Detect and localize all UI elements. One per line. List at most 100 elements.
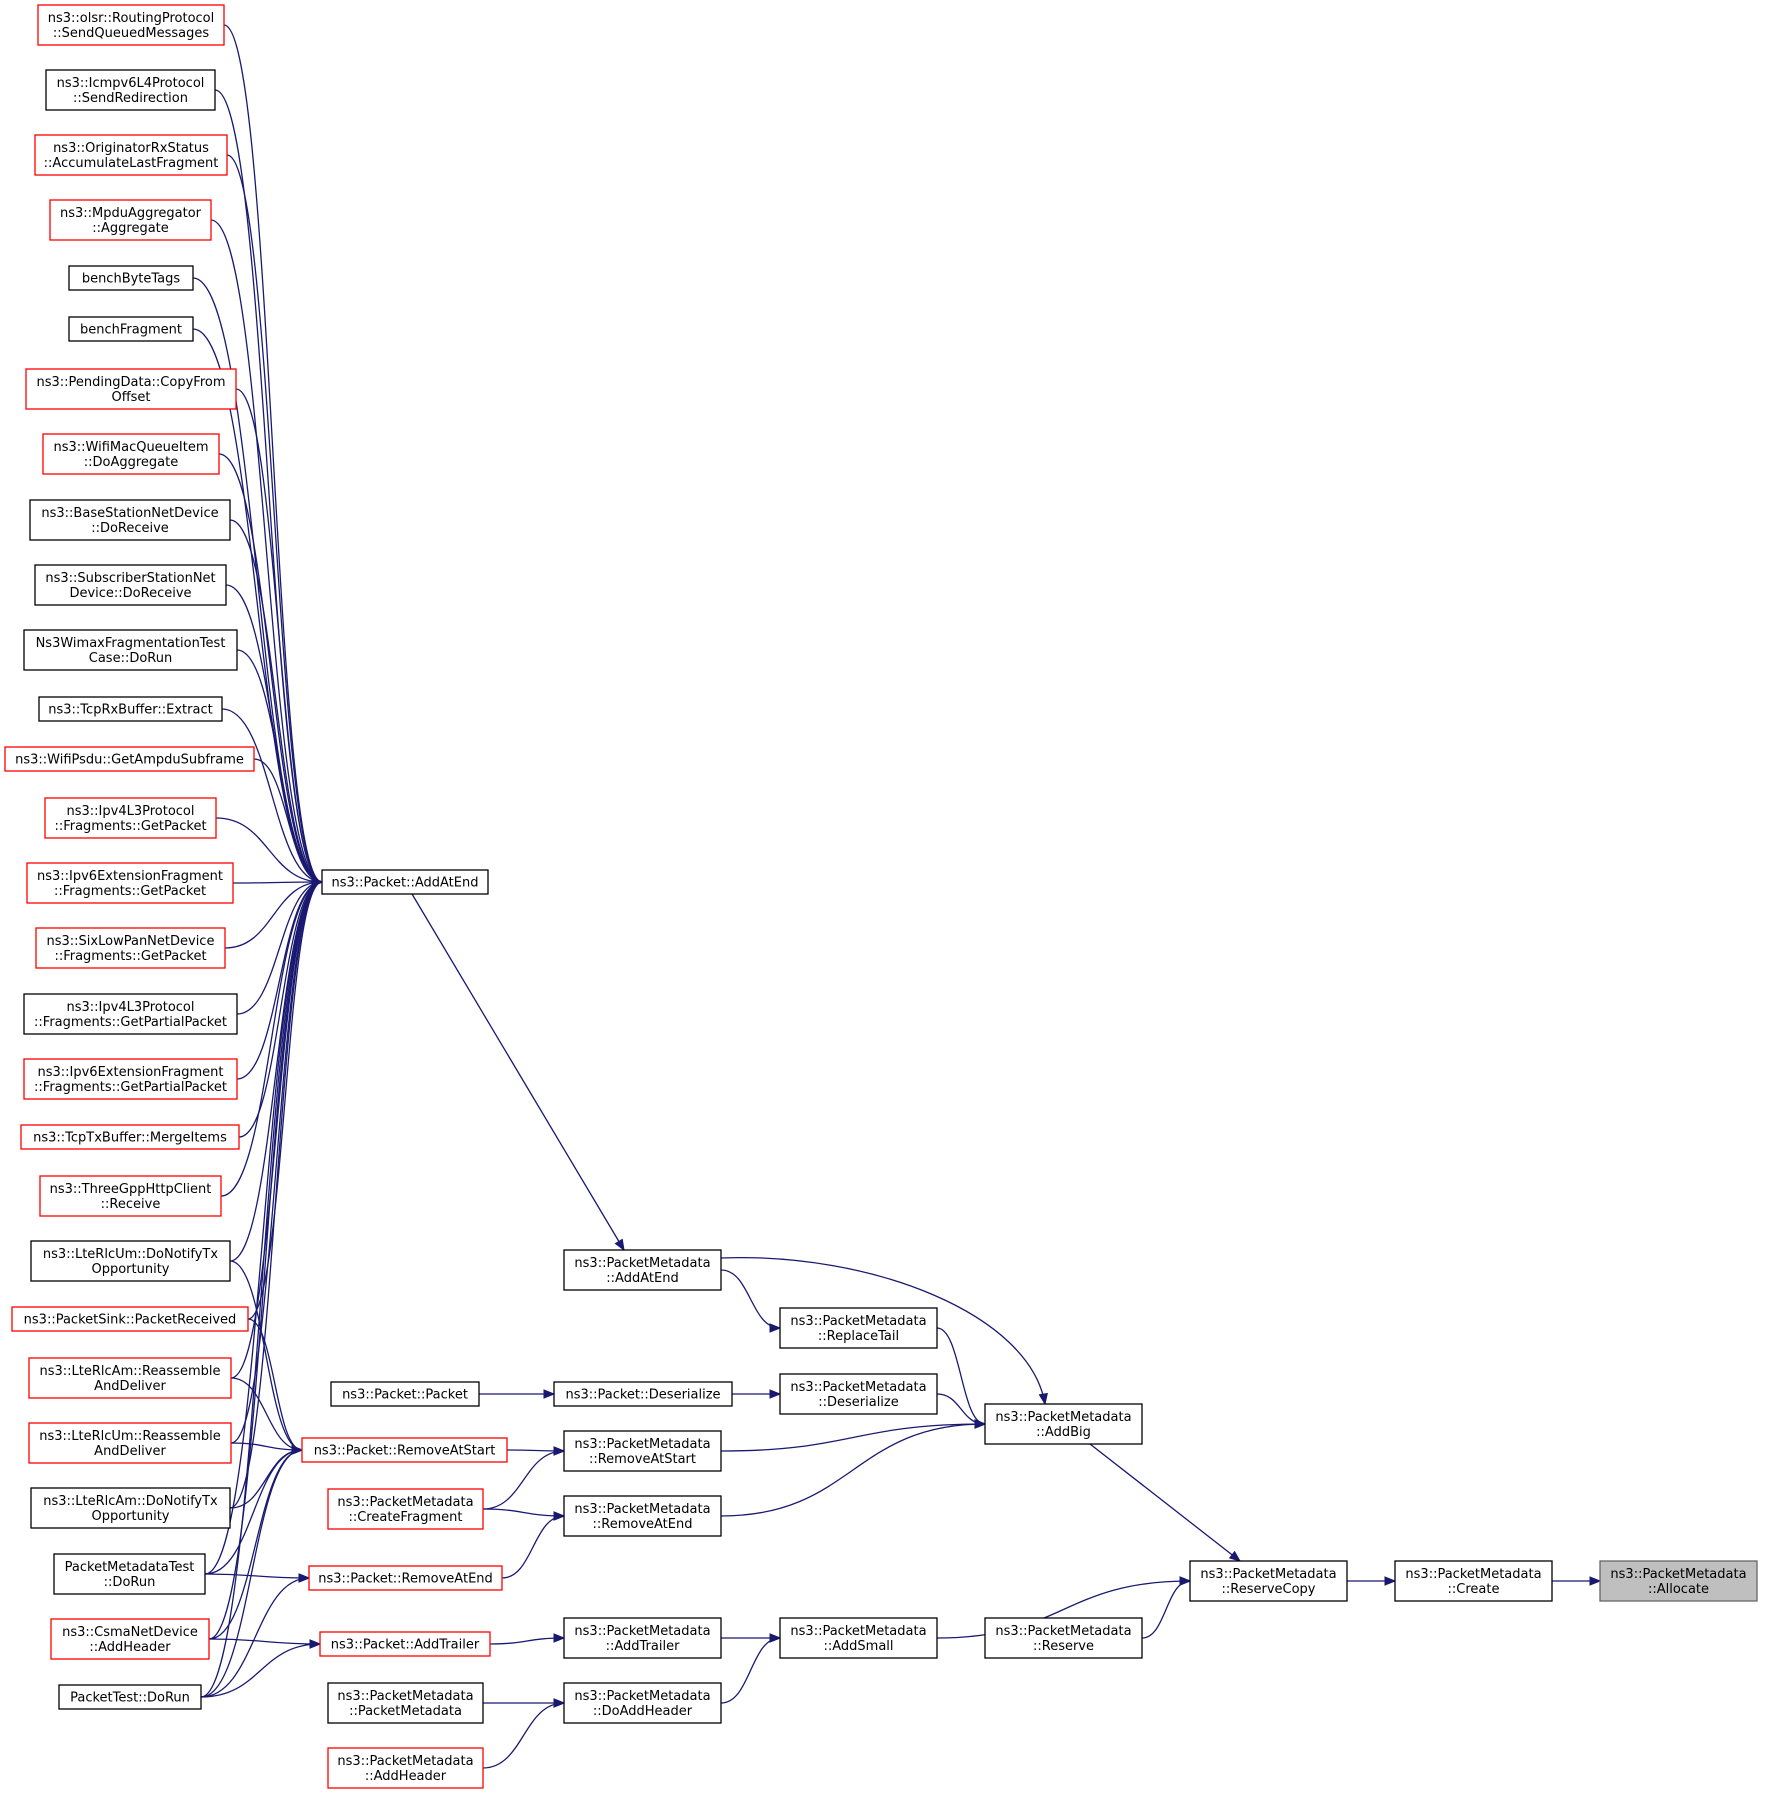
node-ipv6partial[interactable]: ns3::Ipv6ExtensionFragment::Fragments::G… (23, 1058, 238, 1100)
node-removeatend[interactable]: ns3::Packet::RemoveAtEnd (308, 1565, 503, 1591)
node-icmpv6[interactable]: ns3::Icmpv6L4Protocol::SendRedirection (45, 69, 216, 111)
edge-pmcreate-to-pmallocate (1551, 1576, 1602, 1586)
node-box (330, 1381, 480, 1407)
edge-line (220, 881, 323, 1197)
node-pmreservecopy[interactable]: ns3::PacketMetadata::ReserveCopy (1189, 1560, 1348, 1602)
edge-line (720, 1423, 986, 1517)
node-label: ::AddHeader (89, 1640, 171, 1655)
node-wifipsdu[interactable]: ns3::WifiPsdu::GetAmpduSubframe (4, 746, 255, 772)
arrowhead (769, 1389, 782, 1399)
node-label: ns3::PacketMetadata (1405, 1567, 1541, 1582)
edge-line (200, 1449, 303, 1698)
edge-addtrailer-to-pmaddtrailer (489, 1633, 566, 1645)
node-label: ::Fragments::GetPacket (54, 949, 206, 964)
node-pmctor[interactable]: ns3::PacketMetadata::PacketMetadata (327, 1682, 484, 1724)
node-tcptx[interactable]: ns3::TcpTxBuffer::MergeItems (20, 1124, 240, 1150)
node-label: ns3::CsmaNetDevice (62, 1625, 198, 1640)
node-box (4, 746, 255, 772)
node-csma[interactable]: ns3::CsmaNetDevice::AddHeader (50, 1618, 210, 1660)
node-origrx[interactable]: ns3::OriginatorRxStatus::AccumulateLastF… (34, 134, 228, 176)
node-removeatstart[interactable]: ns3::Packet::RemoveAtStart (301, 1437, 508, 1463)
edge-line (225, 584, 323, 883)
node-olsr[interactable]: ns3::olsr::RoutingProtocol::SendQueuedMe… (37, 4, 225, 46)
node-box (39, 1175, 222, 1217)
node-box (1189, 1560, 1348, 1602)
node-pmallocate[interactable]: ns3::PacketMetadata::Allocate (1599, 1560, 1758, 1602)
node-packetsink[interactable]: ns3::PacketSink::PacketReceived (11, 1306, 249, 1332)
node-box (779, 1617, 938, 1659)
node-pmaddbig[interactable]: ns3::PacketMetadata::AddBig (984, 1403, 1143, 1445)
node-packetctor[interactable]: ns3::Packet::Packet (330, 1381, 480, 1407)
node-sixlow[interactable]: ns3::SixLowPanNetDevice::Fragments::GetP… (35, 927, 226, 969)
edge-line (200, 1577, 310, 1698)
edge-createfrag-to-pmremovestart (482, 1446, 566, 1510)
node-ipv4frag[interactable]: ns3::Ipv4L3Protocol::Fragments::GetPacke… (44, 797, 217, 839)
node-label: ns3::TcpRxBuffer::Extract (48, 703, 212, 718)
node-pmreplacetail[interactable]: ns3::PacketMetadata::ReplaceTail (779, 1307, 938, 1349)
node-label: ns3::PacketMetadata (790, 1314, 926, 1329)
edge-line (720, 1256, 1046, 1405)
node-addatend[interactable]: ns3::Packet::AddAtEnd (321, 869, 489, 895)
edge-packettest-to-addtrailer (200, 1639, 322, 1698)
node-label: ns3::PendingData::CopyFrom (37, 375, 226, 390)
arrowhead (553, 1511, 566, 1521)
node-benchfrag[interactable]: benchFragment (68, 316, 194, 342)
node-pmaddtrailer[interactable]: ns3::PacketMetadata::AddTrailer (563, 1617, 722, 1659)
edge-lteumreass-to-addatend (230, 877, 324, 1444)
node-label: benchByteTags (82, 272, 181, 287)
node-label: AndDeliver (94, 1379, 166, 1394)
node-mpdu[interactable]: ns3::MpduAggregator::Aggregate (49, 199, 212, 241)
node-pmreserve[interactable]: ns3::PacketMetadata::Reserve (984, 1617, 1143, 1659)
node-box (327, 1488, 484, 1530)
node-pmaddsmall[interactable]: ns3::PacketMetadata::AddSmall (779, 1617, 938, 1659)
node-pmdoaddheader[interactable]: ns3::PacketMetadata::DoAddHeader (563, 1682, 722, 1724)
edge-line (247, 881, 323, 1320)
node-label: ns3::SubscriberStationNet (45, 571, 215, 586)
node-subscriber[interactable]: ns3::SubscriberStationNetDevice::DoRecei… (34, 564, 227, 606)
arrowhead (769, 1633, 782, 1643)
node-tcprx[interactable]: ns3::TcpRxBuffer::Extract (38, 696, 223, 722)
node-pmtest[interactable]: PacketMetadataTest::DoRun (53, 1553, 206, 1595)
edge-line (1141, 1580, 1191, 1639)
node-box (44, 797, 217, 839)
node-pmdeserialize[interactable]: ns3::PacketMetadata::Deserialize (779, 1373, 938, 1415)
node-box (563, 1249, 722, 1291)
node-createfrag[interactable]: ns3::PacketMetadata::CreateFragment (327, 1488, 484, 1530)
node-label: ns3::ThreeGppHttpClient (50, 1182, 212, 1197)
node-deserialize[interactable]: ns3::Packet::Deserialize (553, 1381, 733, 1407)
node-pmremovestart[interactable]: ns3::PacketMetadata::RemoveAtStart (563, 1430, 722, 1472)
node-label: ns3::PacketMetadata (1610, 1567, 1746, 1582)
node-pmremoveend[interactable]: ns3::PacketMetadata::RemoveAtEnd (563, 1495, 722, 1537)
node-basestation[interactable]: ns3::BaseStationNetDevice::DoReceive (29, 499, 231, 541)
node-wifimacq[interactable]: ns3::WifiMacQueueItem::DoAggregate (42, 433, 220, 475)
node-label: ::CreateFragment (348, 1510, 462, 1525)
node-pmcreate[interactable]: ns3::PacketMetadata::Create (1394, 1560, 1553, 1602)
node-packettest[interactable]: PacketTest::DoRun (58, 1684, 202, 1710)
node-label: ns3::PacketMetadata (337, 1689, 473, 1704)
edge-createfrag-to-pmremoveend (482, 1508, 566, 1521)
node-label: ::SendQueuedMessages (53, 26, 209, 41)
node-threegpp[interactable]: ns3::ThreeGppHttpClient::Receive (39, 1175, 222, 1217)
edge-pmaddatend-to-pmaddbig (720, 1256, 1048, 1406)
edge-line (501, 1515, 565, 1579)
node-box (11, 1306, 249, 1332)
node-label: benchFragment (80, 323, 182, 338)
arrowhead (1228, 1550, 1242, 1562)
edge-line (482, 1508, 565, 1517)
edge-packetctor-to-deserialize (478, 1389, 556, 1399)
edge-line (229, 881, 323, 1509)
nodes-layer: ns3::olsr::RoutingProtocol::SendQueuedMe… (4, 4, 1758, 1789)
node-pmaddheader[interactable]: ns3::PacketMetadata::AddHeader (327, 1747, 484, 1789)
node-benchbyte[interactable]: benchByteTags (68, 265, 194, 291)
node-addtrailer[interactable]: ns3::Packet::AddTrailer (319, 1631, 491, 1657)
node-ipv6frag[interactable]: ns3::Ipv6ExtensionFragment::Fragments::G… (26, 862, 234, 904)
edge-pmremoveend-to-pmaddbig (720, 1419, 987, 1517)
node-pmaddatend[interactable]: ns3::PacketMetadata::AddAtEnd (563, 1249, 722, 1291)
node-ipv4partial[interactable]: ns3::Ipv4L3Protocol::Fragments::GetParti… (23, 993, 238, 1035)
